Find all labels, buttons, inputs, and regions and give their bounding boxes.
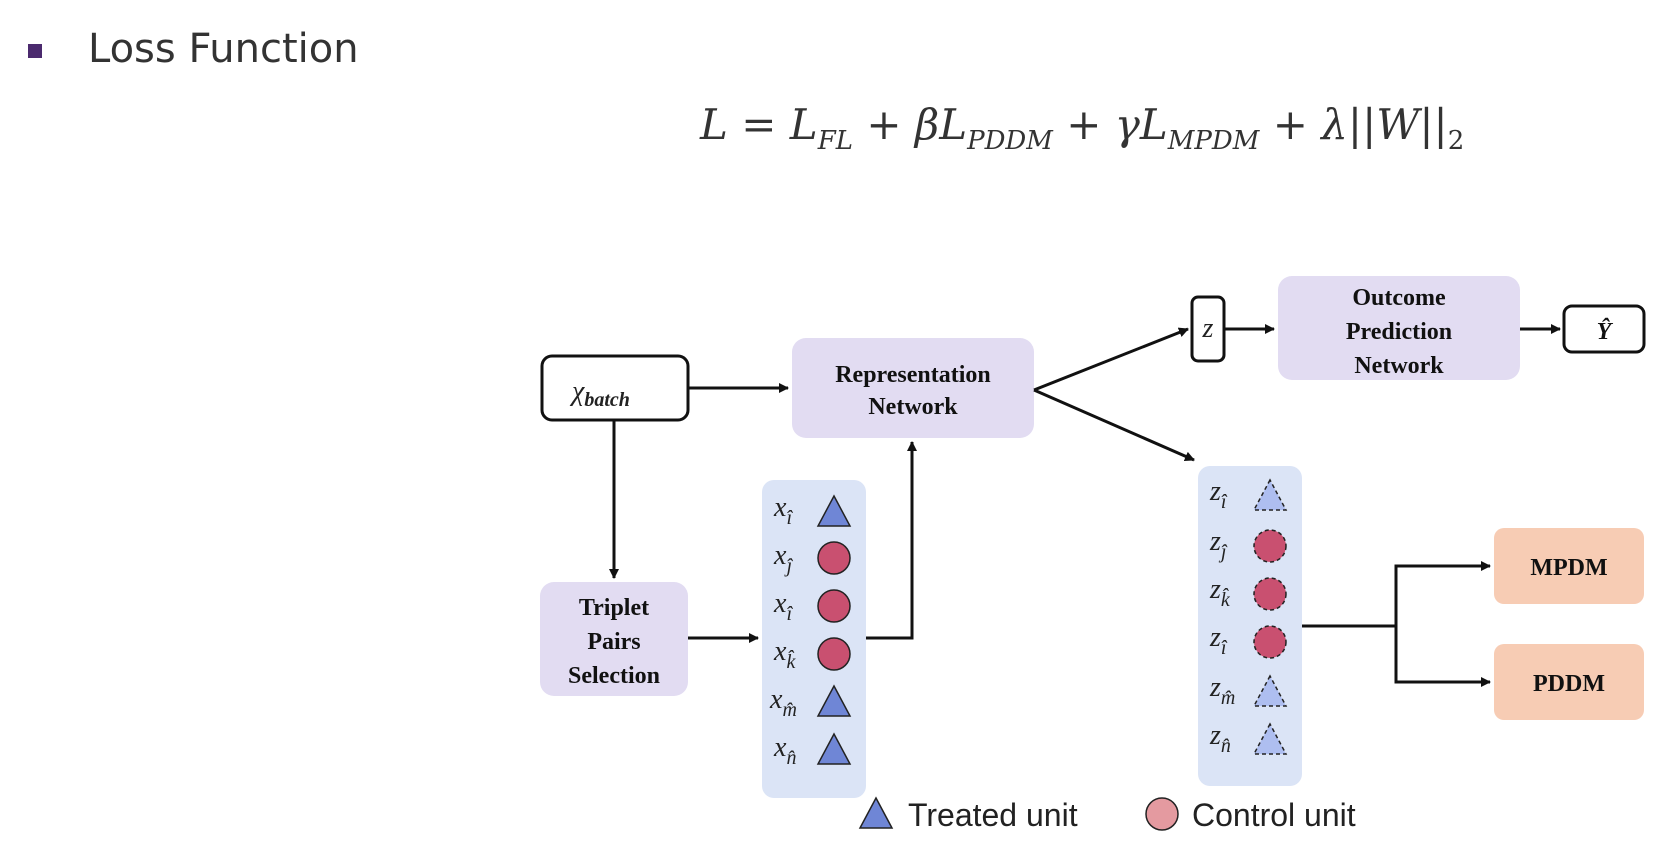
x-sample-3-label: xî [773,588,793,625]
representation-label-2: Network [868,394,958,420]
y-hat-box [1562,304,1646,354]
representation-label-1: Representation [835,362,991,388]
x-sample-labels: xî xĵ xî xk̂ xm̂ xn̂ [769,492,797,769]
z-label: z [1202,313,1214,344]
z-sample-1-label: zî [1209,476,1228,513]
triplet-label-2: Pairs [587,629,640,655]
x-sample-6-label: xn̂ [773,732,796,769]
x-sample-3-control-circle [817,589,851,623]
triplet-pairs-box [540,582,688,696]
outcome-label-2: Prediction [1346,319,1452,345]
arrow-to-pddm [1394,626,1491,687]
pddm-label: PDDM [1533,671,1605,697]
outcome-label-1: Outcome [1352,285,1446,311]
z-sample-3-control-circle [1253,577,1287,611]
representation-network-box [792,338,1034,438]
mpdm-label: MPDM [1530,555,1607,581]
triplet-label-3: Selection [568,663,660,689]
z-sample-2-label: zĵ [1209,526,1228,563]
arrow-to-mpdm [1394,561,1491,626]
arrow-representation-to-z [1033,327,1189,392]
x-batch-label: χbatch [569,376,630,411]
x-sample-2-control-circle [817,541,851,575]
pddm-box [1494,644,1644,720]
legend-treated-label: Treated unit [908,797,1078,833]
z-sample-6-label: zn̂ [1209,720,1231,757]
legend-control-circle [1145,797,1179,831]
z-sample-4-control-circle [1253,625,1287,659]
z-sample-6-treated-triangle [1252,722,1288,755]
z-sample-4-label: zî [1209,622,1228,659]
z-sample-1-treated-triangle [1252,478,1288,511]
legend-treated-triangle [858,796,894,829]
triplet-label-1: Triplet [579,595,649,621]
outcome-label-3: Network [1354,353,1444,379]
y-hat-label: Ŷ [1597,318,1614,345]
z-sample-2-control-circle [1253,529,1287,563]
x-sample-1-label: xî [773,492,793,529]
slide-title: Loss Function [88,26,359,72]
x-sample-1-treated-triangle [816,494,852,527]
z-sample-5-label: zm̂ [1209,672,1235,709]
x-sample-4-control-circle [817,637,851,671]
arrow-samples-to-representation [866,441,917,640]
z-sample-5-treated-triangle [1252,674,1288,707]
x-sample-5-treated-triangle [816,684,852,717]
loss-formula: L = LFL + βLPDDM + γLMPDM + λ||W||2 [700,100,1465,156]
mpdm-box [1494,528,1644,604]
arrow-representation-to-z-samples [1033,388,1195,462]
x-sample-5-label: xm̂ [769,684,797,721]
x-sample-2-label: xĵ [773,540,793,577]
x-sample-4-label: xk̂ [773,636,796,673]
z-sample-3-label: zk̂ [1209,574,1231,611]
x-sample-6-treated-triangle [816,732,852,765]
bullet-marker [28,44,42,58]
z-sample-labels: zî zĵ zk̂ zî zm̂ zn̂ [1209,476,1235,757]
legend-control-label: Control unit [1192,797,1356,833]
outcome-prediction-box [1278,276,1520,380]
